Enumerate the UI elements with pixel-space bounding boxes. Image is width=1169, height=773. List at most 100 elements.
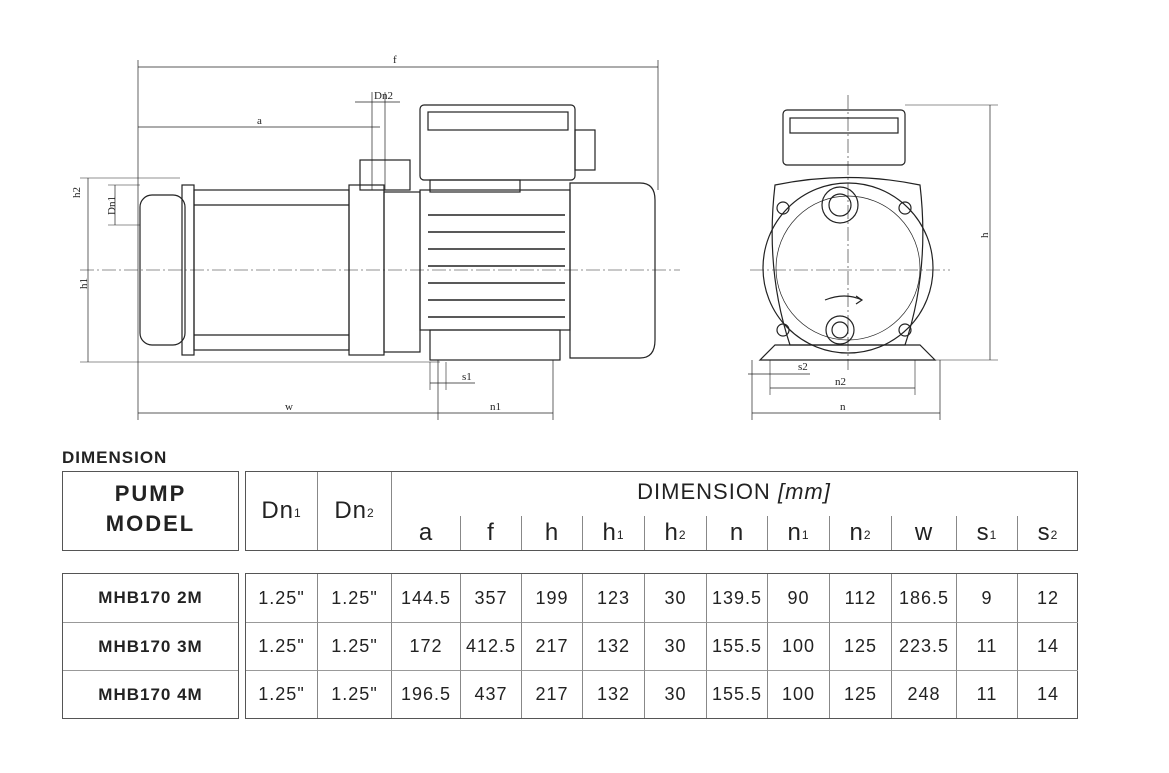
section-title: DIMENSION bbox=[62, 448, 168, 467]
table-cell-n1: 90 bbox=[767, 574, 829, 622]
side-view-drawing bbox=[80, 60, 680, 420]
column-header-base: n bbox=[849, 519, 864, 546]
column-header-base: s bbox=[976, 519, 990, 546]
dim-label-n1: n1 bbox=[490, 401, 501, 413]
model-name: MHB170 2M bbox=[98, 588, 203, 607]
dim-label-h: h bbox=[979, 232, 991, 238]
table-cell-h2: 30 bbox=[644, 622, 706, 670]
column-header-base: s bbox=[1037, 519, 1051, 546]
column-header-w: w bbox=[891, 516, 956, 550]
column-header-a: a bbox=[391, 516, 460, 550]
column-header-subscript: 2 bbox=[1050, 528, 1059, 542]
table-cell-Dn1: 1.25" bbox=[258, 587, 305, 608]
column-header-base: Dn bbox=[334, 497, 367, 524]
table-cell-f: 357 bbox=[460, 574, 521, 622]
table-cell-Dn2: 1.25" bbox=[317, 574, 391, 622]
header-pump: PUMP bbox=[114, 481, 187, 506]
dim-label-n: n bbox=[840, 401, 846, 413]
table-cell-s1: 11 bbox=[956, 670, 1017, 718]
table-cell-f: 412.5 bbox=[460, 622, 521, 670]
table-cell-a: 196.5 bbox=[391, 670, 460, 718]
table-cell-w: 223.5 bbox=[891, 622, 956, 670]
dim-label-h2: h2 bbox=[71, 187, 83, 198]
dim-label-s1: s1 bbox=[462, 371, 472, 383]
table-cell-n2: 125 bbox=[829, 622, 891, 670]
dim-label-n2: n2 bbox=[835, 376, 846, 388]
table-cell-s1: 9 bbox=[956, 574, 1017, 622]
column-header-subscript: 1 bbox=[616, 528, 625, 542]
dim-label-s2: s2 bbox=[798, 361, 808, 373]
table-cell-Dn1: 1.25" bbox=[246, 670, 317, 718]
dim-label-dn1: Dn1 bbox=[106, 196, 118, 215]
header-model: MODEL bbox=[105, 511, 196, 536]
table-cell-s1: 11 bbox=[956, 622, 1017, 670]
column-header-subscript: 1 bbox=[801, 528, 810, 542]
table-cell-h: 199 bbox=[521, 574, 582, 622]
pump-model-header: PUMP MODEL bbox=[62, 471, 239, 551]
table-cell-w: 186.5 bbox=[891, 574, 956, 622]
model-name: MHB170 4M bbox=[63, 670, 238, 718]
column-header-subscript: 1 bbox=[989, 528, 998, 542]
column-header-h: h bbox=[521, 516, 582, 550]
column-header-base: h bbox=[664, 519, 679, 546]
divider bbox=[391, 472, 392, 550]
table-cell-n2: 125 bbox=[829, 670, 891, 718]
column-header-subscript: 1 bbox=[294, 506, 302, 520]
table-cell-Dn2: 1.25" bbox=[317, 670, 391, 718]
column-header-f: f bbox=[460, 516, 521, 550]
table-cell-n: 155.5 bbox=[706, 670, 767, 718]
table-cell-h1: 132 bbox=[582, 622, 644, 670]
model-name: MHB170 3M bbox=[63, 622, 238, 670]
column-header-subscript: 2 bbox=[863, 528, 872, 542]
table-cell-a: 172 bbox=[391, 622, 460, 670]
table-cell-Dn2: 1.25" bbox=[317, 622, 391, 670]
dim-label-h1: h1 bbox=[78, 278, 90, 289]
front-view-drawing bbox=[748, 95, 998, 420]
column-header-n: n bbox=[706, 516, 767, 550]
dim-label-f: f bbox=[393, 54, 397, 66]
table-cell-h2: 30 bbox=[644, 670, 706, 718]
table-cell-h2: 30 bbox=[644, 574, 706, 622]
column-header-base: h bbox=[602, 519, 617, 546]
column-header-base: h bbox=[544, 519, 560, 546]
column-header-base: n bbox=[729, 519, 745, 546]
dimension-label: DIMENSION bbox=[637, 479, 771, 504]
column-header-subscript: 2 bbox=[367, 506, 375, 520]
table-cell-n1: 100 bbox=[767, 622, 829, 670]
dimension-unit: [mm] bbox=[777, 479, 831, 504]
dim-label-dn2: Dn2 bbox=[374, 90, 393, 102]
table-cell-s2: 14 bbox=[1017, 622, 1078, 670]
table-cell-n: 155.5 bbox=[706, 622, 767, 670]
table-cell-n: 139.5 bbox=[706, 574, 767, 622]
table-cell-n1: 100 bbox=[767, 670, 829, 718]
column-header-base: n bbox=[787, 519, 802, 546]
table-cell-f: 437 bbox=[460, 670, 521, 718]
column-header-subscript: 2 bbox=[678, 528, 687, 542]
column-header-base: Dn bbox=[261, 497, 294, 524]
table-cell-a: 144.5 bbox=[391, 574, 460, 622]
table-cell-w: 248 bbox=[891, 670, 956, 718]
dim-label-a: a bbox=[257, 115, 262, 127]
column-header-base: w bbox=[914, 519, 934, 546]
table-cell-h: 217 bbox=[521, 670, 582, 718]
table-cell-h1: 123 bbox=[582, 574, 644, 622]
table-cell-h: 217 bbox=[521, 622, 582, 670]
dim-label-w: w bbox=[285, 401, 293, 413]
table-cell-Dn1: 1.25" bbox=[246, 622, 317, 670]
column-header-base: f bbox=[487, 519, 495, 546]
table-cell-n2: 112 bbox=[829, 574, 891, 622]
table-cell-s2: 12 bbox=[1017, 574, 1078, 622]
table-cell-s2: 14 bbox=[1017, 670, 1078, 718]
column-header-base: a bbox=[418, 519, 434, 546]
